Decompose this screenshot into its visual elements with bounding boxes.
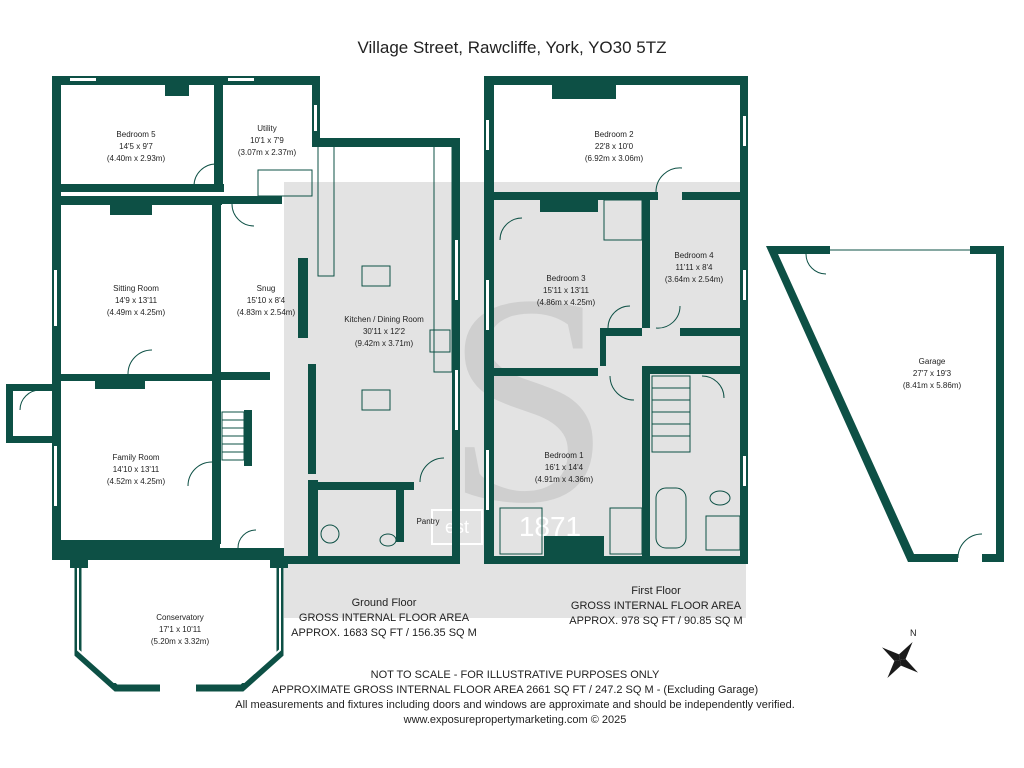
first-floor-area-label: GROSS INTERNAL FLOOR AREA <box>570 600 742 612</box>
ground-floor-title: Ground Floor <box>351 597 417 609</box>
svg-text:15'11 x 13'11: 15'11 x 13'11 <box>543 286 589 295</box>
svg-text:11'11 x 8'4: 11'11 x 8'4 <box>675 263 713 272</box>
svg-text:(4.52m x 4.25m): (4.52m x 4.25m) <box>107 477 166 486</box>
svg-text:(4.83m x 2.54m): (4.83m x 2.54m) <box>237 308 296 317</box>
svg-text:(3.64m x 2.54m): (3.64m x 2.54m) <box>665 275 724 284</box>
label-kitchen: Kitchen / Dining Room <box>344 315 424 324</box>
chimney-bedroom5 <box>165 85 189 96</box>
label-snug: Snug <box>257 284 276 293</box>
chimney-family <box>95 381 145 389</box>
page-title: Village Street, Rawcliffe, York, YO30 5T… <box>357 38 667 57</box>
svg-text:14'10 x 13'11: 14'10 x 13'11 <box>113 465 160 474</box>
svg-text:14'5 x 9'7: 14'5 x 9'7 <box>119 142 153 151</box>
svg-text:(6.92m x 3.06m): (6.92m x 3.06m) <box>585 154 644 163</box>
label-pantry: Pantry <box>416 517 439 526</box>
first-floor-fittings <box>499 167 741 555</box>
door-swings <box>19 163 445 549</box>
first-floor-area: APPROX. 978 SQ FT / 90.85 SQ M <box>569 615 743 627</box>
svg-text:(4.40m x 2.93m): (4.40m x 2.93m) <box>107 154 166 163</box>
stairs-ground <box>221 411 245 461</box>
label-bedroom1: Bedroom 1 <box>544 451 584 460</box>
svg-text:10'1 x 7'9: 10'1 x 7'9 <box>250 136 284 145</box>
svg-text:(5.20m x 3.32m): (5.20m x 3.32m) <box>151 637 210 646</box>
ground-floor-summary: Ground Floor GROSS INTERNAL FLOOR AREA A… <box>286 596 482 641</box>
label-bedroom2: Bedroom 2 <box>594 130 634 139</box>
ground-floor-area-label: GROSS INTERNAL FLOOR AREA <box>298 612 470 624</box>
footer-total-area: APPROXIMATE GROSS INTERNAL FLOOR AREA 26… <box>271 684 759 696</box>
svg-text:(4.49m x 4.25m): (4.49m x 4.25m) <box>107 308 166 317</box>
svg-text:17'1 x 10'11: 17'1 x 10'11 <box>159 625 202 634</box>
svg-text:15'10 x 8'4: 15'10 x 8'4 <box>247 296 286 305</box>
footer-disclaimer: NOT TO SCALE - FOR ILLUSTRATIVE PURPOSES… <box>200 668 830 728</box>
garage-walls <box>766 246 1004 562</box>
label-garage: Garage <box>919 357 946 366</box>
svg-text:(9.42m x 3.71m): (9.42m x 3.71m) <box>355 339 414 348</box>
footer-website: www.exposurepropertymarketing.com © 2025 <box>403 714 627 726</box>
first-floor-window-gaps <box>486 116 746 510</box>
label-bedroom4: Bedroom 4 <box>674 251 714 260</box>
svg-text:(4.86m x 4.25m): (4.86m x 4.25m) <box>537 298 596 307</box>
footer-measurement-note: All measurements and fixtures including … <box>235 699 795 711</box>
svg-text:30'11 x 12'2: 30'11 x 12'2 <box>363 327 406 336</box>
svg-text:(4.91m x 4.36m): (4.91m x 4.36m) <box>535 475 594 484</box>
ground-floor-area: APPROX. 1683 SQ FT / 156.35 SQ M <box>291 627 477 639</box>
label-bedroom3: Bedroom 3 <box>546 274 586 283</box>
compass-north-label: N <box>910 628 917 638</box>
svg-text:16'1 x 14'4: 16'1 x 14'4 <box>545 463 584 472</box>
label-sitting: Sitting Room <box>113 284 159 293</box>
window-gaps <box>54 78 458 506</box>
footer-scale-note: NOT TO SCALE - FOR ILLUSTRATIVE PURPOSES… <box>370 669 660 681</box>
svg-text:22'8 x 10'0: 22'8 x 10'0 <box>595 142 634 151</box>
room-labels: Bedroom 5 14'5 x 9'7 (4.40m x 2.93m) Uti… <box>107 124 962 646</box>
svg-text:14'9 x 13'11: 14'9 x 13'11 <box>115 296 158 305</box>
label-bedroom5: Bedroom 5 <box>116 130 156 139</box>
svg-text:27'7 x 19'3: 27'7 x 19'3 <box>913 369 952 378</box>
conservatory-wall-left <box>74 560 160 692</box>
compass-rose-icon: N <box>881 628 919 679</box>
label-family: Family Room <box>112 453 159 462</box>
label-conservatory: Conservatory <box>156 613 204 622</box>
chimney-sitting <box>110 205 152 215</box>
svg-text:(8.41m x 5.86m): (8.41m x 5.86m) <box>903 381 962 390</box>
label-utility: Utility <box>257 124 277 133</box>
svg-text:(3.07m x 2.37m): (3.07m x 2.37m) <box>238 148 297 157</box>
kitchen-fittings <box>257 145 453 547</box>
first-floor-title: First Floor <box>631 585 681 597</box>
first-floor-summary: First Floor GROSS INTERNAL FLOOR AREA AP… <box>566 584 746 629</box>
